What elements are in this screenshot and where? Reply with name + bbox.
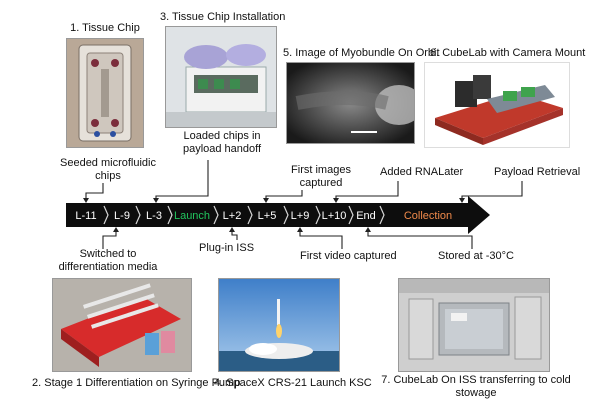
annotation-stored: Stored at -30°C: [438, 250, 514, 262]
annotation-switched-line2: differentiation media: [58, 261, 158, 273]
annotation-loaded-line1: Loaded chips in: [183, 130, 261, 142]
cubelab-photo: [424, 62, 570, 148]
arrowhead: [263, 198, 269, 203]
annotation-loaded-line2: payload handoff: [182, 143, 262, 155]
annotation-seeded-line2: chips: [95, 170, 121, 182]
connector-switched: [102, 229, 117, 249]
connector-first-video: [299, 229, 343, 249]
connector-retrieval: [461, 181, 523, 201]
timeline-arrowhead: [468, 196, 490, 234]
annotation-first-images-line2: captured: [299, 177, 343, 189]
segment-l-11: L-11: [75, 210, 96, 222]
arrowhead: [83, 198, 89, 203]
arrowhead: [333, 198, 339, 203]
panel-4-caption: 4. SpaceX CRS-21 Launch KSC: [214, 377, 372, 389]
annotation-plugin: Plug-in ISS: [199, 242, 255, 254]
myobundle-photo: [286, 62, 415, 144]
myobundle-illustration: [287, 63, 414, 143]
scale-bar: [351, 131, 377, 133]
segment-launch: Launch: [174, 210, 210, 222]
arrowhead: [459, 198, 465, 203]
segment-collection: Collection: [404, 210, 452, 222]
connector-loaded: [155, 160, 209, 201]
segment-l-9: L-9: [114, 210, 130, 222]
cubelab-illustration: [435, 75, 563, 145]
installation-photo: [165, 26, 277, 128]
timeline-separators: [103, 205, 385, 225]
annotation-first-images-line1: First images: [291, 164, 351, 176]
panel-6-caption: 6. CubeLab with Camera Mount: [430, 47, 586, 59]
tissue-chip-photo: [66, 38, 144, 148]
annotation-seeded: Seeded microfluidic chips: [58, 157, 158, 183]
segment-l-plus-2: L+2: [223, 210, 242, 222]
panel-5-caption: 5. Image of Myobundle On Orbit: [283, 47, 440, 59]
panel-1-caption: 1. Tissue Chip: [70, 22, 140, 34]
tissue-chip-illustration: [67, 39, 143, 147]
installation-illustration: [166, 27, 276, 127]
annotation-first-video: First video captured: [300, 250, 397, 262]
annotation-rnalater: Added RNALater: [380, 166, 464, 178]
annotation-switched: Switched to differentiation media: [48, 248, 168, 274]
segment-l-plus-10: L+10: [322, 210, 347, 222]
syringe-pump-photo: [52, 278, 192, 372]
arrowhead: [113, 227, 119, 232]
launch-photo: [218, 278, 340, 372]
arrowhead: [229, 227, 235, 232]
segment-l-plus-5: L+5: [258, 210, 277, 222]
timeline-bar: [66, 203, 468, 227]
cubelab-iss-illustration: [399, 279, 549, 371]
annotation-seeded-line1: Seeded microfluidic: [60, 157, 156, 169]
segment-l-plus-9: L+9: [291, 210, 310, 222]
cubelab-iss-photo: [398, 278, 550, 372]
connector-seeded: [85, 183, 104, 201]
panel-7-caption-line1: 7. CubeLab On ISS transferring to cold: [381, 374, 571, 386]
annotation-loaded: Loaded chips in payload handoff: [172, 130, 272, 156]
arrowhead: [365, 227, 371, 232]
launch-illustration: [219, 279, 339, 371]
syringe-pump-illustration: [53, 279, 191, 371]
annotation-retrieval: Payload Retrieval: [494, 166, 581, 178]
segment-l-3: L-3: [146, 210, 162, 222]
connector-first-images: [265, 190, 303, 201]
annotation-switched-line1: Switched to: [79, 248, 137, 260]
panel-7-caption: 7. CubeLab On ISS transferring to cold s…: [372, 374, 580, 400]
arrowhead: [153, 198, 159, 203]
panel-7-caption-line2: stowage: [455, 387, 497, 399]
panel-2-caption: 2. Stage 1 Differentiation on Syringe Pu…: [32, 377, 241, 389]
segment-end: End: [356, 210, 376, 222]
panel-3-caption: 3. Tissue Chip Installation: [160, 11, 286, 23]
arrowhead: [297, 227, 303, 232]
annotation-first-images: First images captured: [286, 164, 356, 190]
connector-stored: [367, 229, 473, 249]
